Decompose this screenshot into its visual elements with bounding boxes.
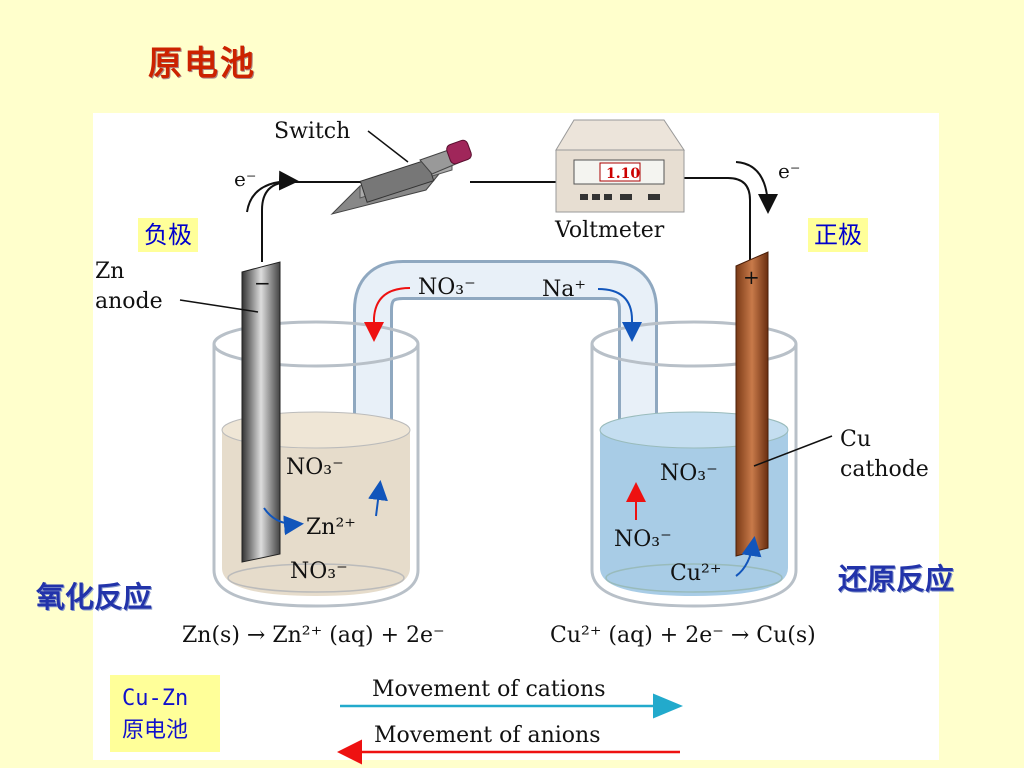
cathode-leader-line <box>753 435 833 467</box>
cathode-label-line2: cathode <box>840 457 929 482</box>
anode-sign: − <box>254 271 271 295</box>
switch-leader-line <box>367 130 409 163</box>
legend-cations-label: Movement of cations <box>372 677 606 702</box>
circuit-wire-left <box>261 181 362 262</box>
oxidation-label: 氧化反应 <box>36 580 153 614</box>
right-ion-label-2: NO₃⁻ <box>614 527 672 552</box>
left-ion-label-2: Zn²⁺ <box>306 515 356 540</box>
reduction-label: 还原反应 <box>838 562 955 596</box>
zinc-ion-arrow <box>263 507 304 536</box>
anode-label-line1: Zn <box>95 259 124 284</box>
anode-label-line2: anode <box>95 289 163 314</box>
electron-arrow-left <box>246 170 299 213</box>
copper-ion-arrow <box>735 536 762 577</box>
cathode-equation: Cu²⁺ (aq) + 2e⁻ → Cu(s) <box>550 623 816 648</box>
legend-anions-label: Movement of anions <box>374 723 601 748</box>
electron-label-left: e⁻ <box>234 167 256 191</box>
cell-name-line1: Cu-Zn <box>122 686 189 711</box>
copper-electrode <box>735 251 769 557</box>
cation-arrow-bridge <box>597 288 642 342</box>
electron-label-right: e⁻ <box>778 159 800 183</box>
voltmeter-label: Voltmeter <box>554 218 665 243</box>
cell-name-line2: 原电池 <box>122 718 189 743</box>
circuit-wire-right <box>684 177 751 262</box>
anode-leader-line <box>179 299 259 313</box>
bridge-cation-label: Na⁺ <box>542 277 586 302</box>
cathode-label-line1: Cu <box>840 427 871 452</box>
electron-arrow-right <box>735 161 778 214</box>
negative-electrode-tag: 负极 <box>138 218 198 253</box>
positive-electrode-tag: 正极 <box>808 218 868 253</box>
voltmeter-reading: 1.10 <box>606 166 640 182</box>
zinc-electrode <box>241 261 281 563</box>
anode-equation: Zn(s) → Zn²⁺ (aq) + 2e⁻ <box>182 623 445 648</box>
switch-label: Switch <box>274 119 350 144</box>
right-ion-label-1: NO₃⁻ <box>660 461 718 486</box>
cell-name-box: Cu-Zn 原电池 <box>110 675 220 752</box>
right-ion-label-3: Cu²⁺ <box>670 561 721 586</box>
voltmeter-icon <box>555 119 685 213</box>
left-ion-label-1: NO₃⁻ <box>286 455 344 480</box>
left-ion-label-3: NO₃⁻ <box>290 559 348 584</box>
bridge-anion-label: NO₃⁻ <box>418 275 476 300</box>
cation-arrow-left-beaker <box>368 480 388 517</box>
cathode-sign: + <box>743 265 760 289</box>
switch-icon <box>330 139 472 215</box>
slide-title: 原电池 <box>148 44 256 84</box>
anion-arrow-bridge <box>364 287 411 342</box>
